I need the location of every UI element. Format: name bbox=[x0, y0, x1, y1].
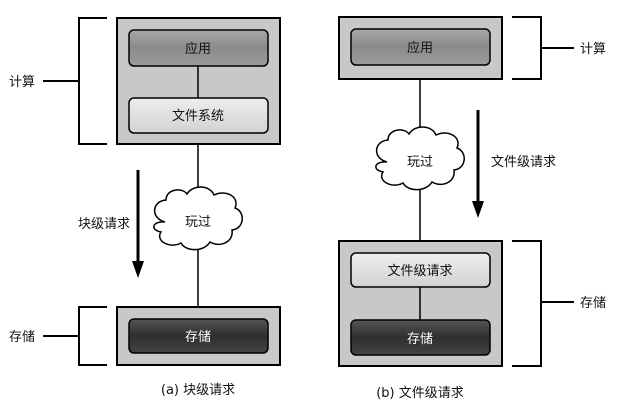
compute-side-label-b: 计算 bbox=[580, 42, 606, 57]
fs-button-a bbox=[128, 97, 269, 134]
storage-bracket-b bbox=[512, 240, 542, 367]
app-label-b: 应用 bbox=[407, 40, 433, 56]
app-button-b bbox=[350, 28, 491, 66]
compute-side-label-a: 计算 bbox=[9, 75, 35, 90]
diagram-a: 应用 文件系统 玩过 存储 计算 存储 块级请求 (a) 块级请求 bbox=[9, 17, 281, 398]
fs-label-b: 文件级请求 bbox=[387, 264, 452, 279]
request-arrowhead-b bbox=[472, 201, 484, 218]
storage-label-b: 存储 bbox=[407, 332, 433, 347]
app-label-a: 应用 bbox=[185, 41, 211, 57]
storage-side-label-a: 存储 bbox=[9, 330, 35, 345]
request-arrow-label-a: 块级请求 bbox=[78, 217, 130, 232]
caption-b: (b) 文件级请求 bbox=[376, 386, 464, 401]
cloud-b bbox=[375, 126, 465, 191]
storage-bracket-a bbox=[78, 306, 107, 366]
cloud-a bbox=[153, 186, 243, 251]
compute-bracket-b bbox=[512, 16, 542, 80]
request-arrowhead-a bbox=[132, 261, 144, 278]
storage-button-b bbox=[350, 319, 491, 356]
diagram-b: 应用 玩过 文件级请求 存储 计算 存储 文件级请求 (b) 文件级请求 bbox=[338, 16, 606, 401]
fs-label-a: 文件系统 bbox=[172, 109, 224, 124]
app-button-a bbox=[128, 29, 269, 67]
cloud-label-a: 玩过 bbox=[185, 215, 211, 230]
compute-bracket-a bbox=[78, 17, 107, 145]
storage-label-a: 存储 bbox=[185, 330, 211, 345]
caption-a: (a) 块级请求 bbox=[161, 383, 235, 398]
cloud-label-b: 玩过 bbox=[407, 155, 433, 170]
storage-side-label-b: 存储 bbox=[580, 296, 606, 311]
fs-button-b bbox=[350, 252, 491, 288]
storage-button-a bbox=[128, 318, 269, 354]
request-arrow-label-b: 文件级请求 bbox=[491, 155, 556, 170]
